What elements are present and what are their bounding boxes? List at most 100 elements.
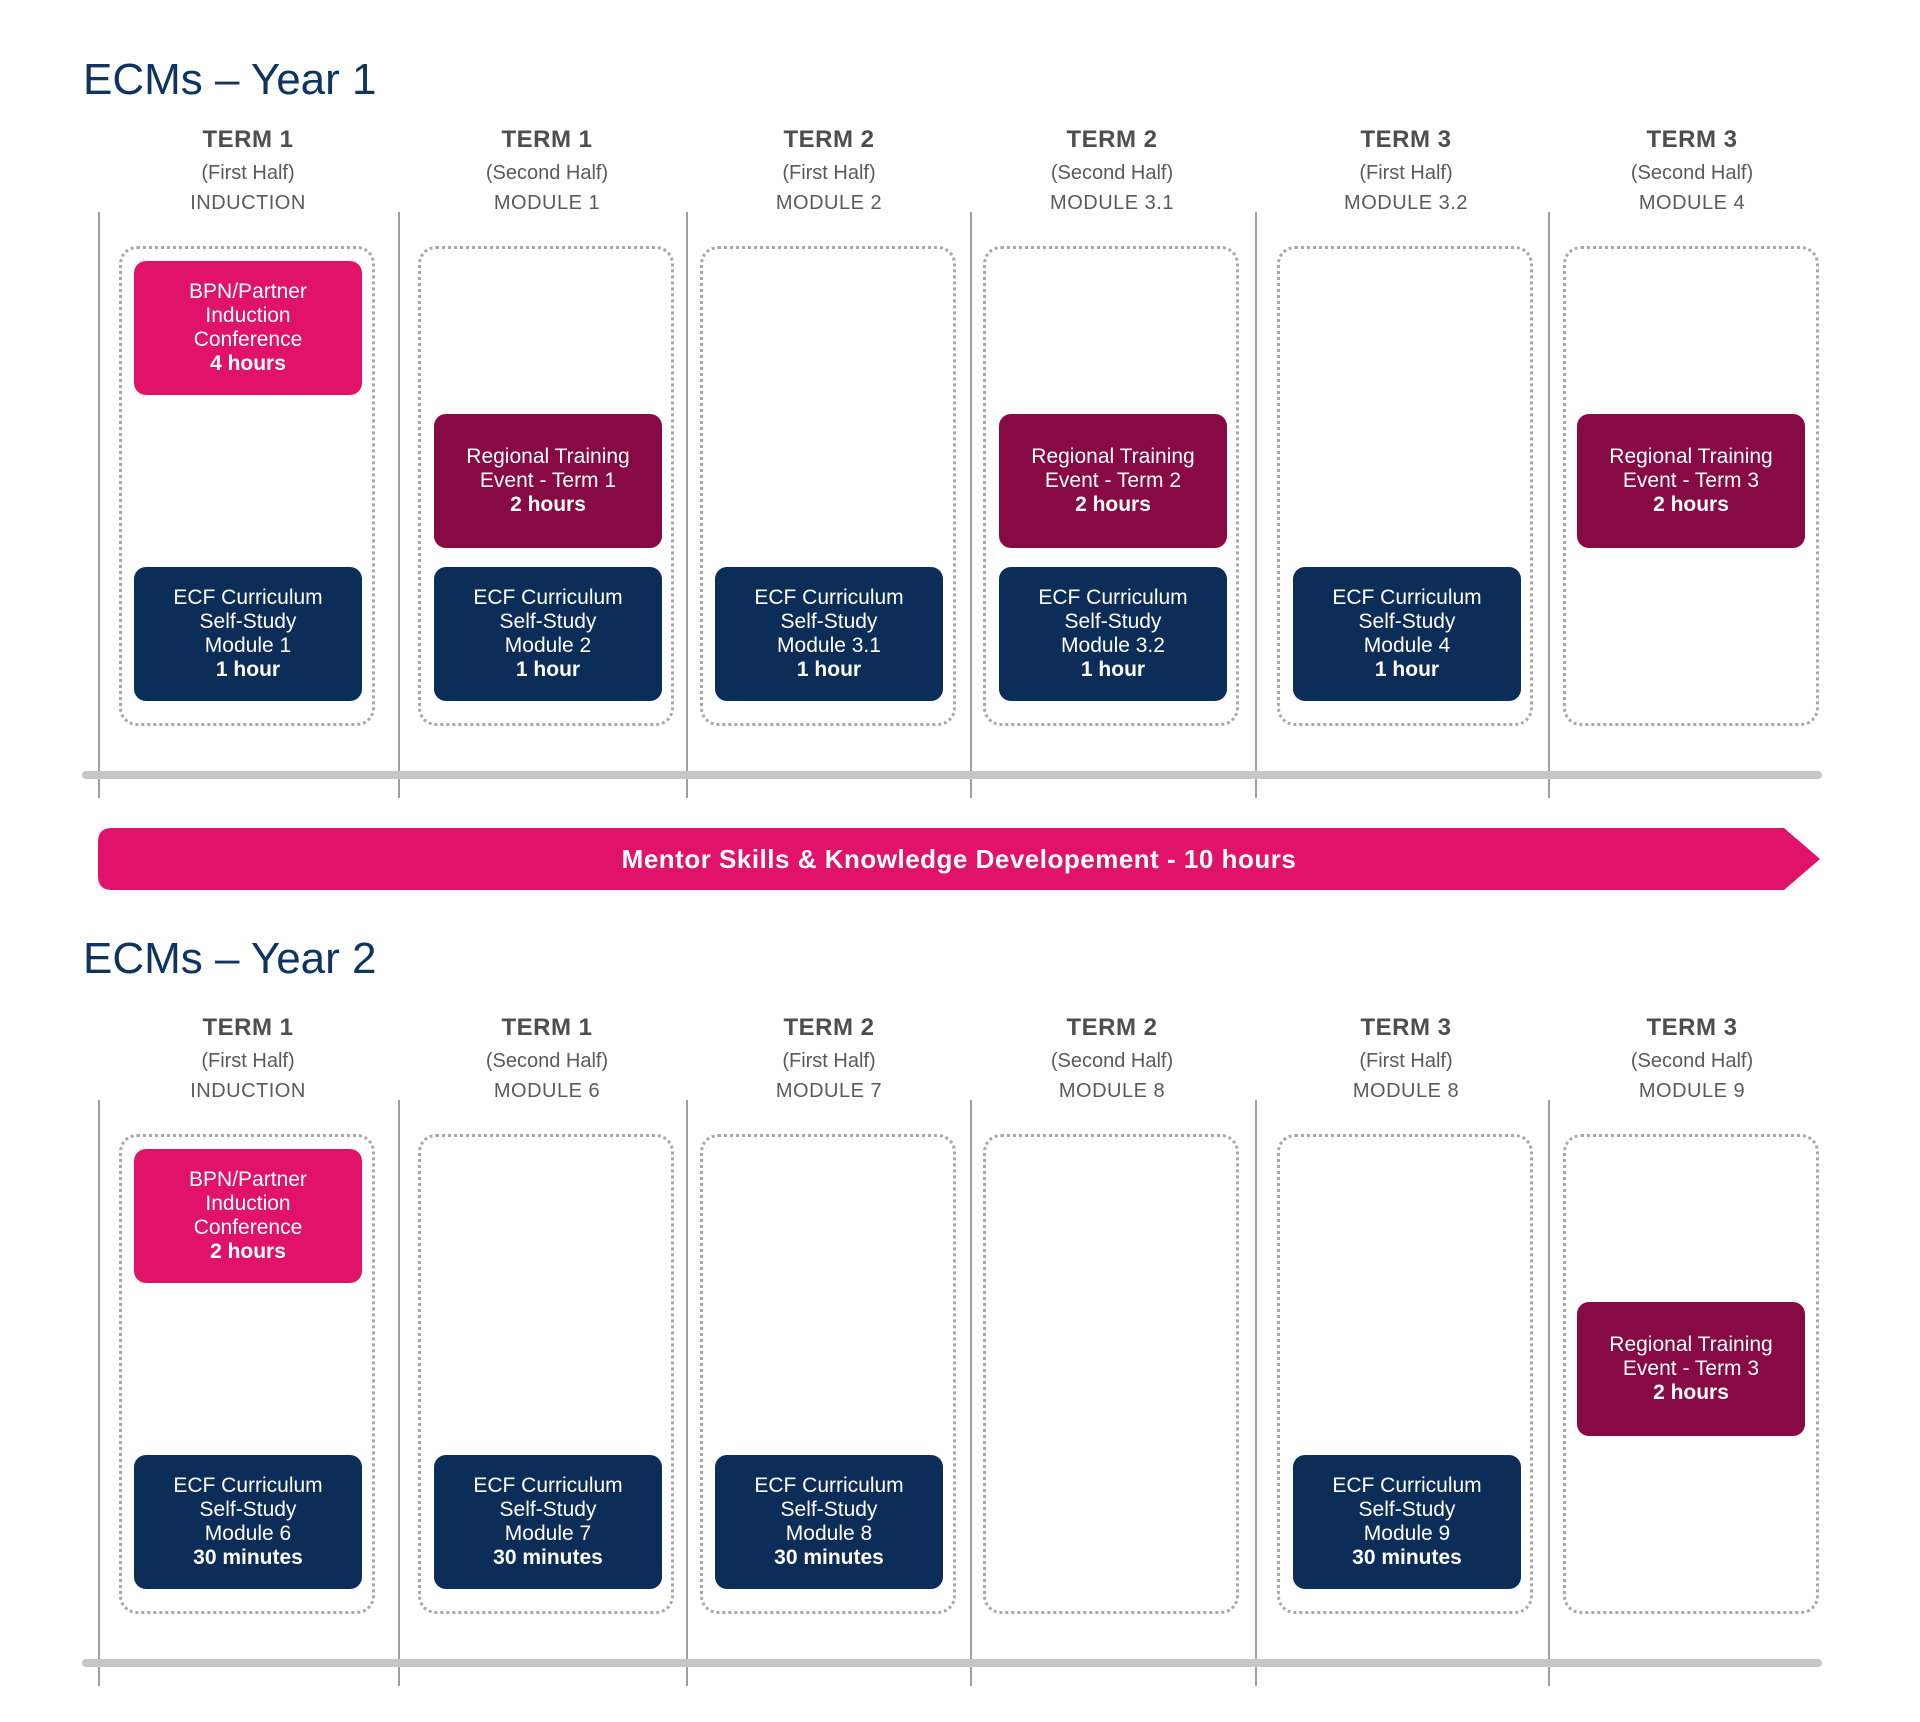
activity-container — [700, 1134, 956, 1614]
column-divider — [970, 1100, 972, 1686]
card-text-line: ECF Curriculum — [173, 586, 323, 609]
card-text-line: Self-Study — [780, 610, 878, 633]
activity-container — [1563, 1134, 1819, 1614]
term-label: TERM 2 — [783, 1014, 875, 1041]
mentor-banner-label: Mentor Skills & Knowledge Developement -… — [621, 843, 1297, 874]
half-label: (First Half) — [1359, 1050, 1453, 1072]
column-header: TERM 1 (Second Half) MODULE 1 — [407, 124, 687, 217]
card-text-line: Self-Study — [199, 610, 297, 633]
card-duration: 2 hours — [1075, 493, 1151, 516]
half-label: (Second Half) — [1050, 1050, 1174, 1072]
module-label: MODULE 7 — [775, 1080, 883, 1102]
half-label: (Second Half) — [1630, 1050, 1754, 1072]
card-text-line: Module 9 — [1363, 1522, 1451, 1545]
card-duration: 2 hours — [510, 493, 586, 516]
card-text-line: ECF Curriculum — [754, 1474, 904, 1497]
card-text-line: Self-Study — [499, 610, 597, 633]
timeline-track — [82, 1659, 1822, 1667]
column-divider — [686, 212, 688, 798]
card-text-line: BPN/Partner — [189, 1168, 307, 1191]
card-text-line: Self-Study — [199, 1498, 297, 1521]
card-text-line: Self-Study — [499, 1498, 597, 1521]
column-header: TERM 2 (Second Half) MODULE 8 — [972, 1012, 1252, 1105]
half-label: (First Half) — [782, 162, 876, 184]
column-divider — [1255, 1100, 1257, 1686]
card-text-line: ECF Curriculum — [754, 586, 904, 609]
column-header: TERM 3 (Second Half) MODULE 9 — [1552, 1012, 1832, 1105]
module-label: MODULE 8 — [1058, 1080, 1166, 1102]
module-label: MODULE 3.1 — [1050, 192, 1174, 214]
year-2-title: ECMs – Year 2 — [83, 934, 377, 983]
card-text-line: Module 6 — [204, 1522, 292, 1545]
column-header: TERM 2(Second Half)MODULE 3.1 — [972, 124, 1252, 217]
card-text-line: ECF Curriculum — [473, 586, 623, 609]
column-header: TERM 3(First Half)MODULE 3.2 — [1266, 124, 1546, 217]
module-label: MODULE 2 — [775, 192, 883, 214]
column-header: TERM 1 (Second Half) MODULE 6 — [407, 1012, 687, 1105]
activity-container — [983, 246, 1239, 726]
half-label: (First Half) — [201, 1050, 295, 1072]
card-text-line: Regional Training — [466, 445, 630, 468]
card-text-line: Module 3.1 — [777, 634, 881, 657]
column-divider — [98, 1100, 100, 1686]
card-duration: 1 hour — [1080, 658, 1146, 681]
term-label: TERM 2 — [1066, 1014, 1158, 1041]
module-label: MODULE 1 — [493, 192, 601, 214]
card-text-line: Module 1 — [204, 634, 292, 657]
column-divider — [970, 212, 972, 798]
column-divider — [686, 1100, 688, 1686]
card-text-line: Self-Study — [1358, 1498, 1456, 1521]
card-text-line: Event - Term 1 — [479, 469, 617, 492]
module-label: MODULE 3.2 — [1344, 192, 1468, 214]
card-duration: 30 minutes — [1352, 1546, 1462, 1569]
card-text-line: Induction — [205, 304, 291, 327]
half-label: (First Half) — [782, 1050, 876, 1072]
card-text-line: ECF Curriculum — [1332, 586, 1482, 609]
column-header: TERM 1(First Half)INDUCTION — [108, 124, 388, 217]
activity-container — [418, 1134, 674, 1614]
column-divider — [1548, 212, 1550, 798]
card-text-line: Regional Training — [1609, 445, 1773, 468]
half-label: (Second Half) — [485, 162, 609, 184]
column-divider — [1548, 1100, 1550, 1686]
activity-container — [700, 246, 956, 726]
card-text-line: Regional Training — [1609, 1333, 1773, 1356]
column-divider — [398, 1100, 400, 1686]
half-label: (Second Half) — [485, 1050, 609, 1072]
half-label: (First Half) — [1359, 162, 1453, 184]
half-label: (First Half) — [201, 162, 295, 184]
term-label: TERM 3 — [1646, 1014, 1738, 1041]
card-text-line: Conference — [193, 328, 303, 351]
column-header: TERM 3(Second Half)MODULE 4 — [1552, 124, 1832, 217]
activity-container — [983, 1134, 1239, 1614]
card-duration: 4 hours — [210, 352, 286, 375]
column-header: TERM 3(First Half)MODULE 8 — [1266, 1012, 1546, 1105]
module-label: MODULE 9 — [1638, 1080, 1746, 1102]
column-header: TERM 2 (First Half) MODULE 7 — [689, 1012, 969, 1105]
term-label: TERM 1 — [202, 1014, 294, 1041]
card-text-line: ECF Curriculum — [473, 1474, 623, 1497]
module-label: MODULE 6 — [493, 1080, 601, 1102]
card-duration: 2 hours — [1653, 493, 1729, 516]
mentor-development-banner: Mentor Skills & Knowledge Developement -… — [98, 828, 1820, 890]
activity-container — [1563, 246, 1819, 726]
term-label: TERM 1 — [501, 126, 593, 153]
card-text-line: Event - Term 3 — [1622, 469, 1760, 492]
card-text-line: Module 2 — [504, 634, 592, 657]
card-duration: 1 hour — [796, 658, 862, 681]
module-label: MODULE 4 — [1638, 192, 1746, 214]
activity-container — [1277, 1134, 1533, 1614]
term-label: TERM 3 — [1360, 1014, 1452, 1041]
column-divider — [98, 212, 100, 798]
term-label: TERM 1 — [501, 1014, 593, 1041]
term-label: TERM 3 — [1646, 126, 1738, 153]
card-text-line: Module 8 — [785, 1522, 873, 1545]
